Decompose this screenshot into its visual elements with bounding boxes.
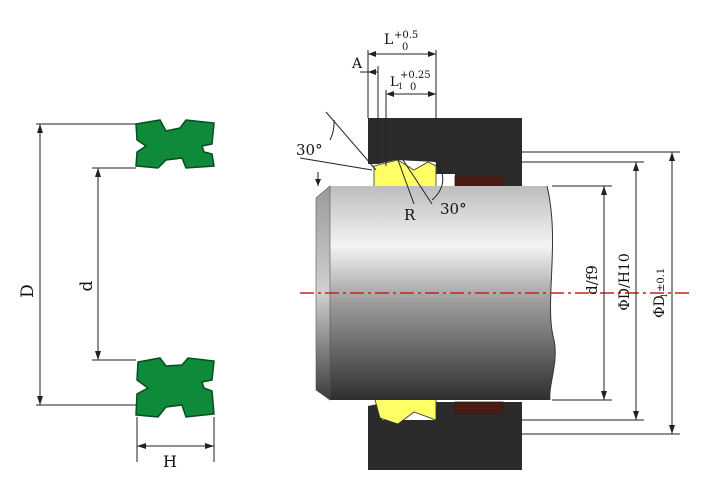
outer-fit-sub: 1	[660, 293, 669, 298]
dimension-L1-tol-upper: +0.25	[400, 70, 431, 81]
seal-profile-top	[135, 119, 215, 169]
seal-in-groove-bottom	[373, 395, 437, 425]
dimension-rod-fit: d/f9	[552, 185, 612, 401]
dimension-D: D	[18, 123, 136, 406]
seal-in-groove-top	[373, 159, 437, 191]
dimension-A: A	[351, 56, 379, 164]
dimension-L1: L 1 +0.25 0	[385, 70, 436, 166]
radius-and-angle: R 30°	[397, 159, 467, 224]
piston-rod	[315, 185, 556, 401]
dimension-L1-label: L	[390, 75, 399, 90]
seal-profile-bottom	[135, 357, 215, 418]
outer-fit-tol: ±0.1	[656, 268, 667, 292]
rod-fit-label: d/f9	[583, 265, 601, 295]
backup-ring-bottom	[454, 401, 504, 415]
dimension-d-label: d	[77, 280, 97, 291]
dimension-A-label: A	[351, 56, 363, 72]
dimension-L1-tol-lower: 0	[410, 82, 416, 93]
dimension-d: d	[77, 167, 136, 361]
dimension-outer-fit: ΦD 1 ±0.1	[522, 151, 680, 435]
dimension-L-tol-upper: +0.5	[394, 30, 418, 41]
radius-R-label: R	[404, 206, 416, 224]
dimension-L: L +0.5 0	[367, 30, 437, 120]
dimension-L1-sub: 1	[398, 82, 403, 91]
dimension-bore-fit: ΦD/H10	[522, 161, 644, 421]
dimension-D-label: D	[18, 284, 38, 298]
angle-30-top: 30°	[296, 111, 377, 186]
angle-30-top-label: 30°	[296, 141, 323, 159]
dimension-H: H	[136, 417, 215, 471]
bore-fit-label: ΦD/H10	[617, 253, 633, 310]
dimension-L-tol-lower: 0	[402, 42, 408, 53]
outer-fit-label: ΦD	[652, 295, 668, 318]
angle-30-inner-label: 30°	[440, 200, 467, 218]
dimension-H-label: H	[163, 452, 177, 471]
dimension-L-label: L	[384, 32, 393, 48]
